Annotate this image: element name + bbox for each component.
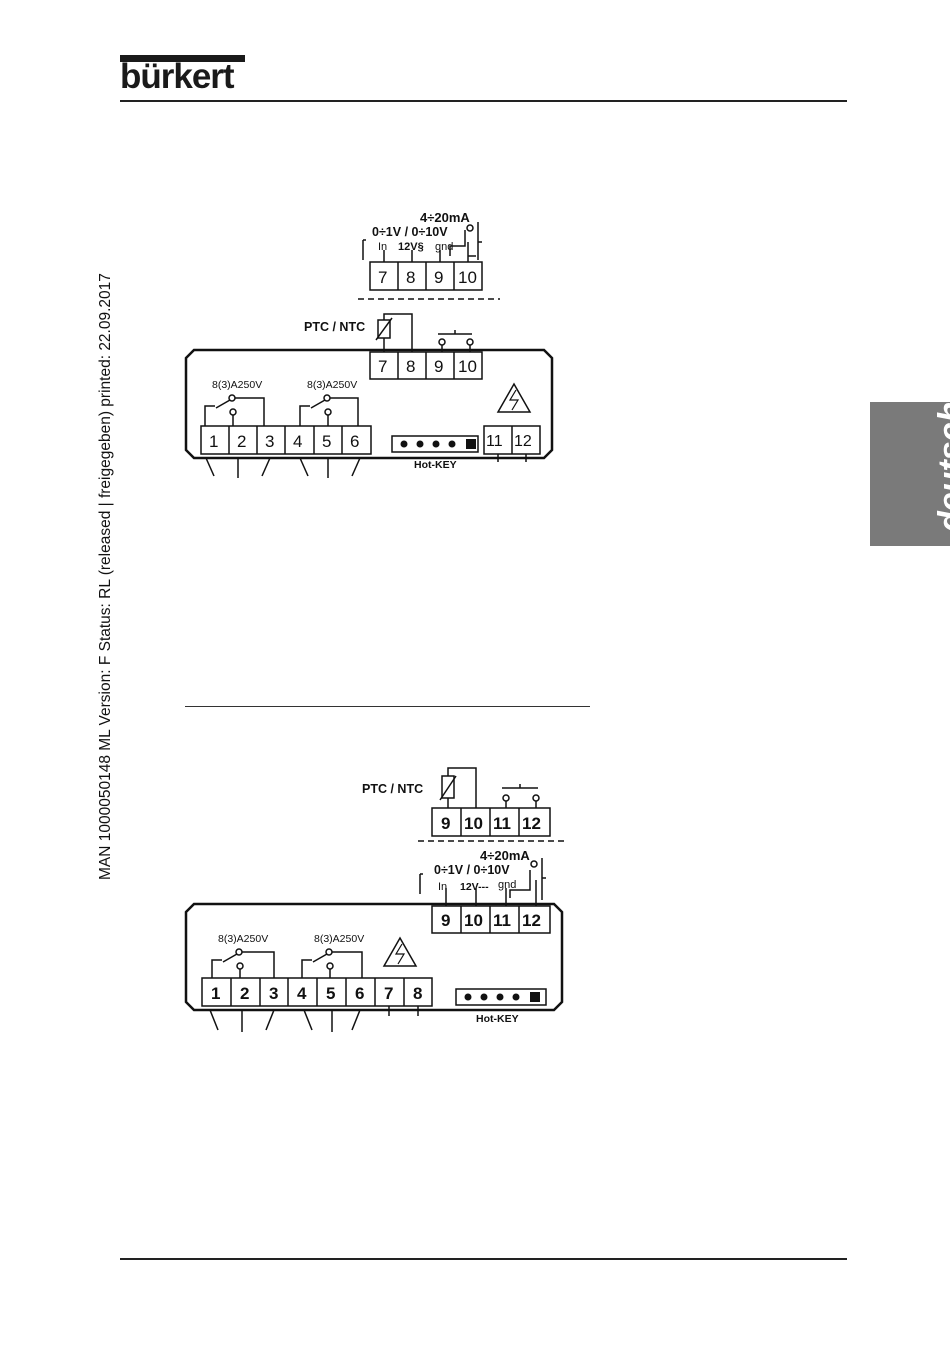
d2-v-label: 0÷1V / 0÷10V: [434, 863, 510, 877]
language-tab-label: deutsch: [932, 401, 950, 532]
logo-bar: [120, 55, 245, 62]
d1-relay1-rating: 8(3)A250V: [212, 379, 262, 391]
language-tab: deutsch: [870, 402, 950, 546]
d1-mid-terminal: 8: [406, 357, 415, 376]
d1-top-terminal: 10: [458, 268, 477, 287]
d2-relay2-rating: 8(3)A250V: [314, 933, 364, 945]
footer-rule: [120, 1258, 847, 1260]
d1-main-terminal: 2: [237, 432, 246, 451]
d1-v-label: 0÷1V / 0÷10V: [372, 225, 448, 239]
d1-main-terminal: 4: [293, 432, 302, 451]
d1-probe-label: PTC / NTC: [304, 320, 365, 334]
d2-main-terminal: 5: [326, 984, 335, 1003]
d1-main-terminal: 3: [265, 432, 274, 451]
d2-mid-terminal: 12: [522, 911, 541, 930]
d1-mid-terminal: 7: [378, 357, 387, 376]
d2-main-terminal: 3: [269, 984, 278, 1003]
d1-mid-terminal: 10: [458, 357, 477, 376]
logo-wordmark: bürkert: [120, 57, 235, 96]
d1-top-terminal: 9: [434, 268, 443, 287]
d2-probe-label: PTC / NTC: [362, 782, 423, 796]
d2-mid-terminal: 11: [493, 911, 511, 930]
d2-top-terminal: 9: [441, 814, 450, 833]
d1-mid-terminal: 9: [434, 357, 443, 376]
d1-top-terminal: 7: [378, 268, 387, 287]
d2-ma-label: 4÷20mA: [480, 848, 530, 863]
d1-right-terminal: 12: [514, 433, 532, 450]
document-info: MAN 1000050148 ML Version: F Status: RL …: [97, 273, 114, 880]
d1-right-terminal: 11: [486, 433, 503, 450]
d2-main-terminal: 1: [211, 984, 220, 1003]
d1-main-terminal: 5: [322, 432, 331, 451]
d2-pin-12v: 12V---: [460, 881, 489, 893]
section-divider: [185, 706, 590, 707]
d2-mid-terminal: 10: [464, 911, 483, 930]
d2-mid-terminal: 9: [441, 911, 450, 930]
d1-pin-gnd: gnd: [435, 241, 453, 253]
d2-top-terminal: 10: [464, 814, 483, 833]
d2-main-terminal: 2: [240, 984, 249, 1003]
d1-pin-12v: 12V§: [398, 241, 424, 253]
d2-main-terminal: 7: [384, 984, 393, 1003]
d2-top-terminal: 11: [493, 814, 511, 833]
d2-pin-in: In: [438, 881, 447, 893]
d1-main-terminal: 1: [209, 432, 218, 451]
d2-main-terminal: 8: [413, 984, 422, 1003]
header-rule: [120, 100, 847, 102]
d2-main-terminal: 6: [355, 984, 364, 1003]
wiring-diagram-2: PTC / NTC 9 10 11 12 4÷20mA 0÷1V / 0÷10V…: [184, 767, 564, 1032]
d2-relay1-rating: 8(3)A250V: [218, 933, 268, 945]
d2-top-terminal: 12: [522, 814, 541, 833]
d2-hotkey-label: Hot-KEY: [476, 1013, 519, 1025]
d1-ma-label: 4÷20mA: [420, 210, 470, 225]
d2-pin-gnd: gnd: [498, 879, 516, 891]
d1-hotkey-label: Hot-KEY: [414, 459, 457, 471]
d1-top-terminal: 8: [406, 268, 415, 287]
d1-main-terminal: 6: [350, 432, 359, 451]
burkert-logo: bürkert: [120, 55, 250, 97]
d1-relay2-rating: 8(3)A250V: [307, 379, 357, 391]
d1-pin-in: In: [378, 241, 387, 253]
wiring-diagram-1: 4÷20mA 0÷1V / 0÷10V In 12V§ gnd 7 8 9 10…: [184, 210, 554, 478]
d2-main-terminal: 4: [297, 984, 307, 1003]
